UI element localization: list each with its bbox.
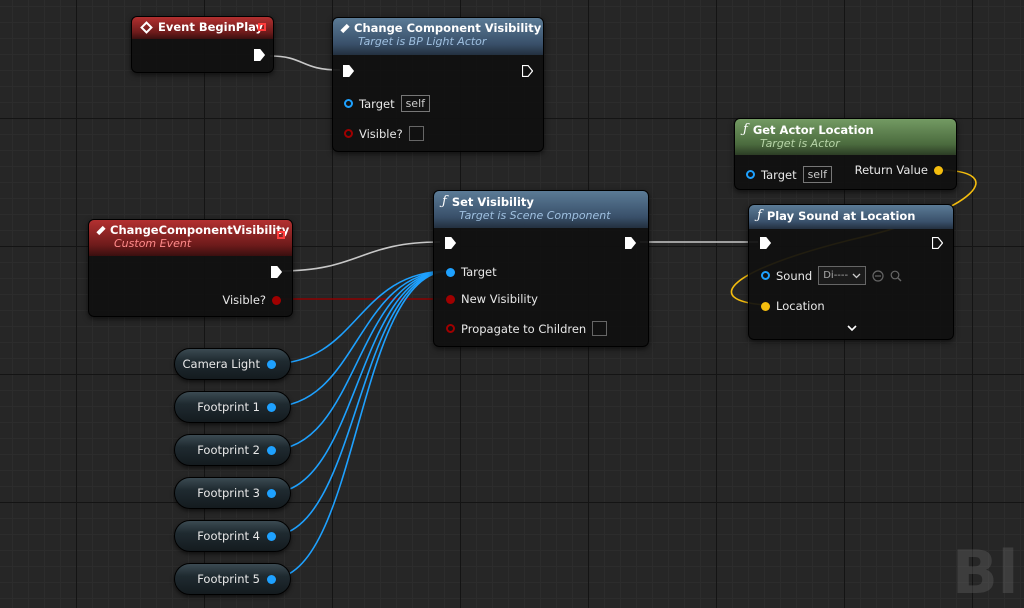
var-label: Footprint 2 xyxy=(197,443,260,457)
set-visibility-title: Set Visibility xyxy=(451,194,534,209)
sound-value: Di---- xyxy=(823,270,849,281)
target-label: Target xyxy=(761,167,797,182)
sound-label: Sound xyxy=(776,268,813,283)
visible-pin[interactable] xyxy=(344,129,353,138)
sound-asset-dropdown[interactable]: Di---- xyxy=(818,266,867,285)
expand-chevron-icon[interactable] xyxy=(847,325,857,332)
exec-out-pin[interactable] xyxy=(932,237,943,249)
visible-label: Visible? xyxy=(222,293,266,307)
function-icon: ƒ xyxy=(743,122,748,137)
var-out-pin[interactable] xyxy=(267,359,276,369)
change-component-visibility-header[interactable]: Change Component Visibility Target is BP… xyxy=(333,18,543,55)
var-out-pin[interactable] xyxy=(267,531,276,541)
delegate-pin-icon[interactable] xyxy=(258,23,266,31)
set-visibility-subtitle: Target is Scene Component xyxy=(459,209,611,222)
object-wire-footprint-4 xyxy=(269,270,450,537)
var-out-pin[interactable] xyxy=(267,445,276,455)
var-label: Footprint 5 xyxy=(197,572,260,586)
event-icon xyxy=(96,225,106,235)
exec-in-pin[interactable] xyxy=(445,237,456,249)
sound-pin[interactable] xyxy=(761,271,770,280)
browse-search-icon[interactable] xyxy=(890,270,902,282)
object-wire-footprint-1 xyxy=(269,270,450,408)
target-label: Target xyxy=(359,96,395,111)
visible-checkbox[interactable] xyxy=(408,126,424,141)
exec-in-pin[interactable] xyxy=(343,65,354,77)
event-beginplay-node[interactable]: Event BeginPlay xyxy=(131,16,274,73)
var-label: Footprint 3 xyxy=(197,486,260,500)
target-label: Target xyxy=(461,265,497,279)
object-wire-footprint-5 xyxy=(269,270,450,580)
event-call-icon xyxy=(340,23,350,33)
var-label: Footprint 4 xyxy=(197,529,260,543)
location-pin[interactable] xyxy=(761,301,770,311)
propagate-checkbox[interactable] xyxy=(592,321,608,336)
exec-out-pin[interactable] xyxy=(271,266,282,278)
function-icon: ƒ xyxy=(757,208,762,223)
function-icon: ƒ xyxy=(442,194,447,209)
use-selected-icon[interactable] xyxy=(872,269,884,282)
visible-out-pin[interactable] xyxy=(272,295,281,305)
var-label: Footprint 1 xyxy=(197,400,260,414)
chevron-down-icon xyxy=(852,273,861,278)
get-actor-location-title: Get Actor Location xyxy=(752,122,874,137)
var-out-pin[interactable] xyxy=(267,574,276,584)
get-actor-location-node[interactable]: ƒ Get Actor Location Target is Actor Targ… xyxy=(734,118,957,190)
change-component-visibility-node[interactable]: Change Component Visibility Target is BP… xyxy=(332,17,544,152)
new-visibility-label: New Visibility xyxy=(461,292,538,306)
var-footprint-2[interactable]: Footprint 2 xyxy=(174,434,291,466)
change-vis-title: Change Component Visibility xyxy=(354,21,542,35)
return-value-pin[interactable] xyxy=(934,165,943,175)
get-actor-location-header[interactable]: ƒ Get Actor Location Target is Actor xyxy=(735,119,956,155)
target-self-field[interactable]: self xyxy=(400,95,431,112)
play-sound-node[interactable]: ƒ Play Sound at Location Sound Di---- Loc… xyxy=(748,204,954,340)
play-sound-title: Play Sound at Location xyxy=(766,208,916,223)
delegate-pin-icon[interactable] xyxy=(277,231,285,239)
watermark-text: Bl xyxy=(952,538,1019,608)
change-vis-subtitle: Target is BP Light Actor xyxy=(358,35,487,48)
set-visibility-node[interactable]: ƒ Set Visibility Target is Scene Componen… xyxy=(433,190,649,347)
exec-wire-custom-event xyxy=(279,241,441,272)
var-footprint-1[interactable]: Footprint 1 xyxy=(174,391,291,423)
location-label: Location xyxy=(776,299,825,313)
object-wire-footprint-3 xyxy=(269,270,450,494)
target-self-field[interactable]: self xyxy=(802,166,833,183)
propagate-label: Propagate to Children xyxy=(461,321,587,336)
propagate-pin[interactable] xyxy=(446,324,455,333)
var-label: Camera Light xyxy=(182,357,261,371)
object-wire-footprint-2 xyxy=(269,270,450,451)
custom-event-title: ChangeComponentVisibility xyxy=(110,223,290,237)
exec-out-pin[interactable] xyxy=(625,237,636,249)
return-value-label: Return Value xyxy=(854,163,928,177)
custom-event-subtitle: Custom Event xyxy=(114,237,192,250)
event-beginplay-header[interactable]: Event BeginPlay xyxy=(132,17,273,39)
exec-wire-beginplay xyxy=(269,55,341,71)
exec-out-pin[interactable] xyxy=(522,65,533,77)
custom-event-node[interactable]: ChangeComponentVisibility Custom Event V… xyxy=(88,219,293,317)
event-beginplay-title: Event BeginPlay xyxy=(158,20,264,34)
get-actor-location-subtitle: Target is Actor xyxy=(760,137,840,150)
var-camera-light[interactable]: Camera Light xyxy=(174,348,291,380)
exec-out-pin[interactable] xyxy=(254,49,265,61)
var-footprint-5[interactable]: Footprint 5 xyxy=(174,563,291,595)
var-footprint-3[interactable]: Footprint 3 xyxy=(174,477,291,509)
var-out-pin[interactable] xyxy=(267,488,276,498)
object-wire-camera-light xyxy=(269,270,450,365)
event-icon xyxy=(140,20,153,34)
new-visibility-pin[interactable] xyxy=(446,294,455,304)
var-out-pin[interactable] xyxy=(267,402,276,412)
play-sound-header[interactable]: ƒ Play Sound at Location xyxy=(749,205,953,229)
target-pin[interactable] xyxy=(746,170,755,179)
set-visibility-header[interactable]: ƒ Set Visibility Target is Scene Componen… xyxy=(434,191,648,228)
exec-in-pin[interactable] xyxy=(760,237,771,249)
target-pin[interactable] xyxy=(344,99,353,108)
target-pin[interactable] xyxy=(446,267,455,277)
visible-label: Visible? xyxy=(359,126,403,141)
custom-event-header[interactable]: ChangeComponentVisibility Custom Event xyxy=(89,220,292,256)
var-footprint-4[interactable]: Footprint 4 xyxy=(174,520,291,552)
